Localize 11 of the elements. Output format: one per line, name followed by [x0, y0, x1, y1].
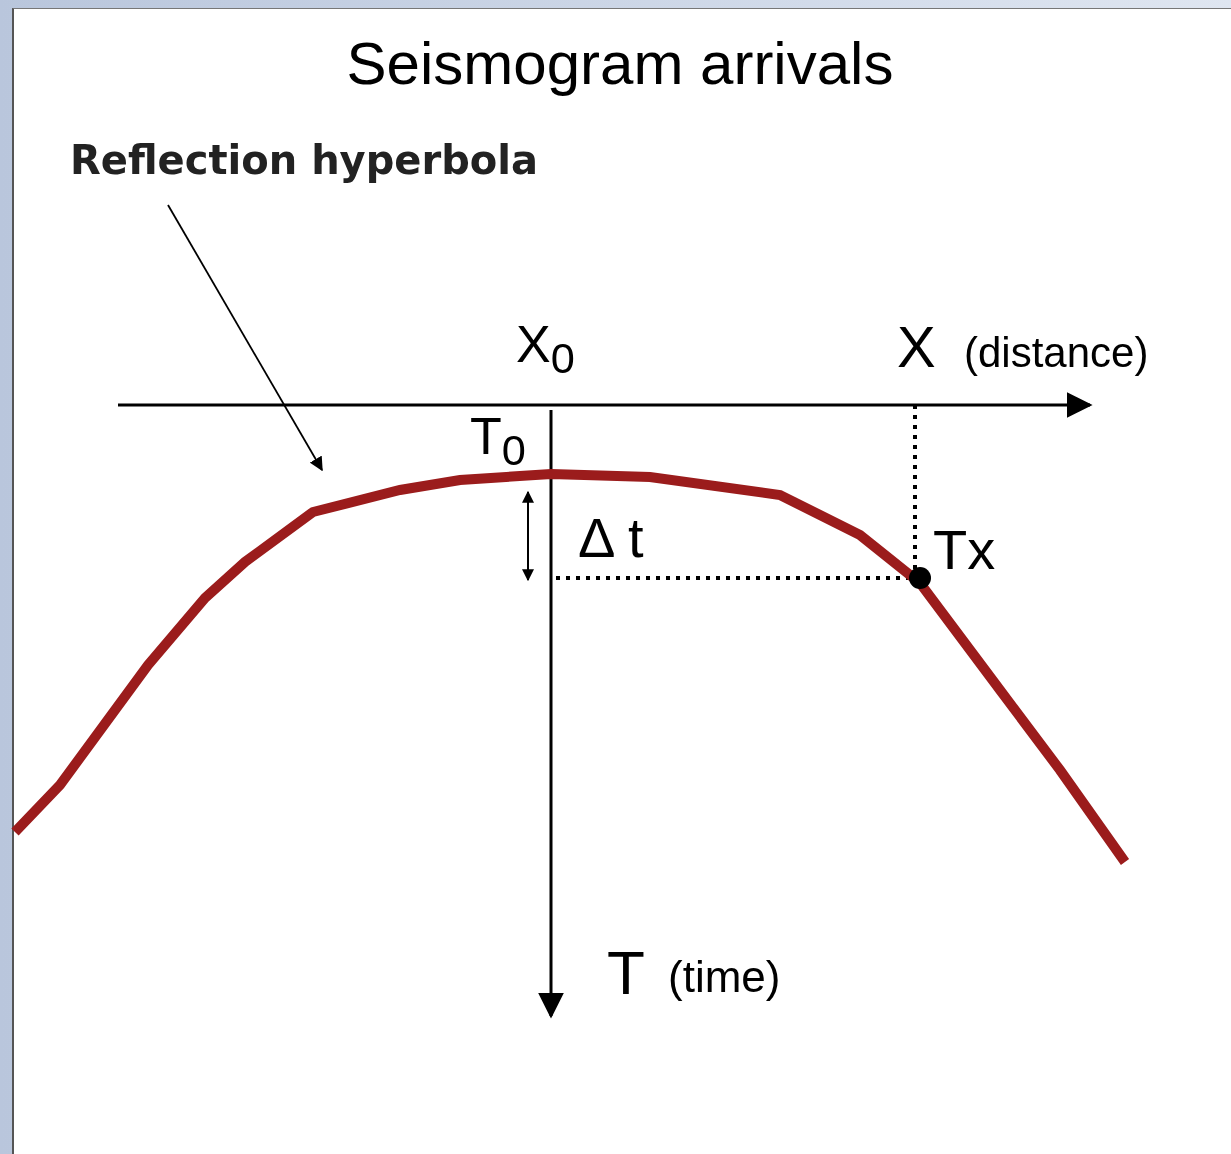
reflection-hyperbola-curve — [11, 469, 1130, 865]
leader-line — [167, 204, 323, 472]
title: Seismogram arrivals — [345, 34, 895, 94]
point-label: Tx — [933, 522, 996, 578]
axis-label: X — [897, 318, 936, 376]
axis-unit-label: (time) — [668, 955, 781, 999]
interval-label: Δ t — [578, 510, 644, 566]
axis-label: T$_{0}$ — [470, 410, 526, 473]
axis-label: X$_{0}$ — [516, 318, 575, 381]
axis-unit-label: (distance) — [964, 332, 1149, 374]
axis-label: T — [607, 942, 645, 1004]
